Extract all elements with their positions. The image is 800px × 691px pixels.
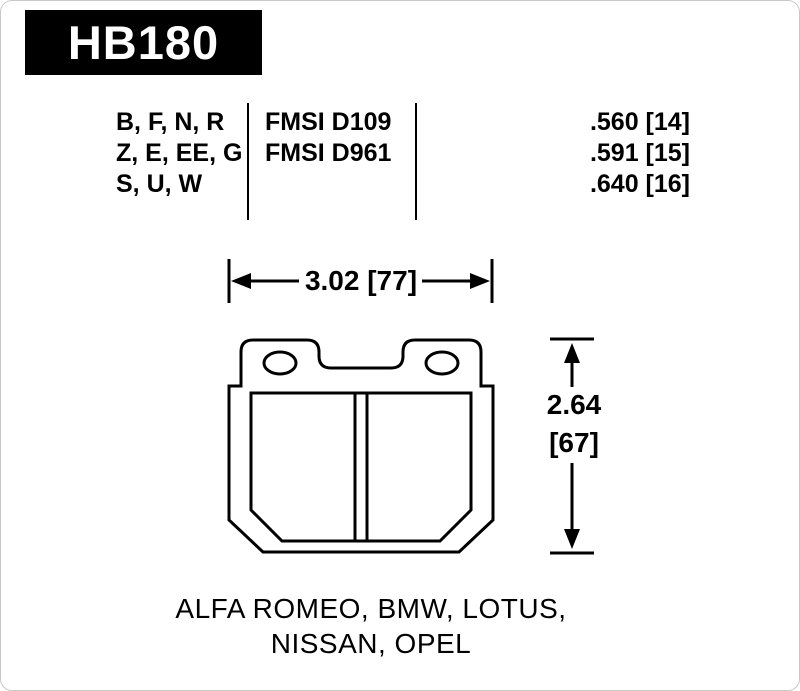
- brake-pad-outline: [227, 338, 495, 554]
- height-arrowhead-up: [564, 343, 580, 363]
- mounting-hole-right: [424, 350, 460, 376]
- applications-line: NISSAN, OPEL: [270, 628, 472, 659]
- fmsi-row: FMSI D961: [265, 139, 392, 167]
- pad-thickness-column: .560 [14] .591 [15] .640 [16]: [590, 107, 690, 200]
- height-dimension-value: 2.64: [504, 388, 644, 422]
- part-number-box: HB180: [25, 10, 262, 75]
- friction-material-outline: [249, 391, 473, 543]
- pad-thickness-row: .640 [16]: [589, 170, 690, 198]
- width-arrowhead-right: [470, 273, 490, 289]
- fmsi-column: FMSI D109 FMSI D961: [265, 107, 391, 169]
- part-number: HB180: [67, 16, 220, 69]
- compound-codes-row: B, F, N, R: [116, 108, 225, 136]
- compound-codes-row: Z, E, EE, G: [116, 139, 243, 167]
- height-dimension-metric: [67]: [504, 426, 644, 460]
- compound-codes-row: S, U, W: [116, 170, 203, 198]
- table-divider-right: [415, 103, 417, 220]
- vehicle-applications: ALFA ROMEO, BMW, LOTUS, NISSAN, OPEL: [1, 591, 741, 661]
- pad-thickness-row: .560 [14]: [589, 108, 690, 136]
- width-dimension-label: 3.02 [77]: [304, 265, 418, 296]
- width-arrowhead-left: [231, 273, 251, 289]
- pad-thickness-row: .591 [15]: [589, 139, 690, 167]
- applications-line: ALFA ROMEO, BMW, LOTUS,: [175, 593, 567, 624]
- brake-pad-drawing: [227, 338, 495, 554]
- table-divider-left: [247, 103, 249, 220]
- height-arrowhead-down: [564, 529, 580, 549]
- fmsi-row: FMSI D109: [265, 108, 392, 136]
- mounting-hole-left: [262, 350, 298, 376]
- compound-codes-column: B, F, N, R Z, E, EE, G S, U, W: [116, 107, 242, 200]
- brake-pad-diagram: [227, 259, 594, 555]
